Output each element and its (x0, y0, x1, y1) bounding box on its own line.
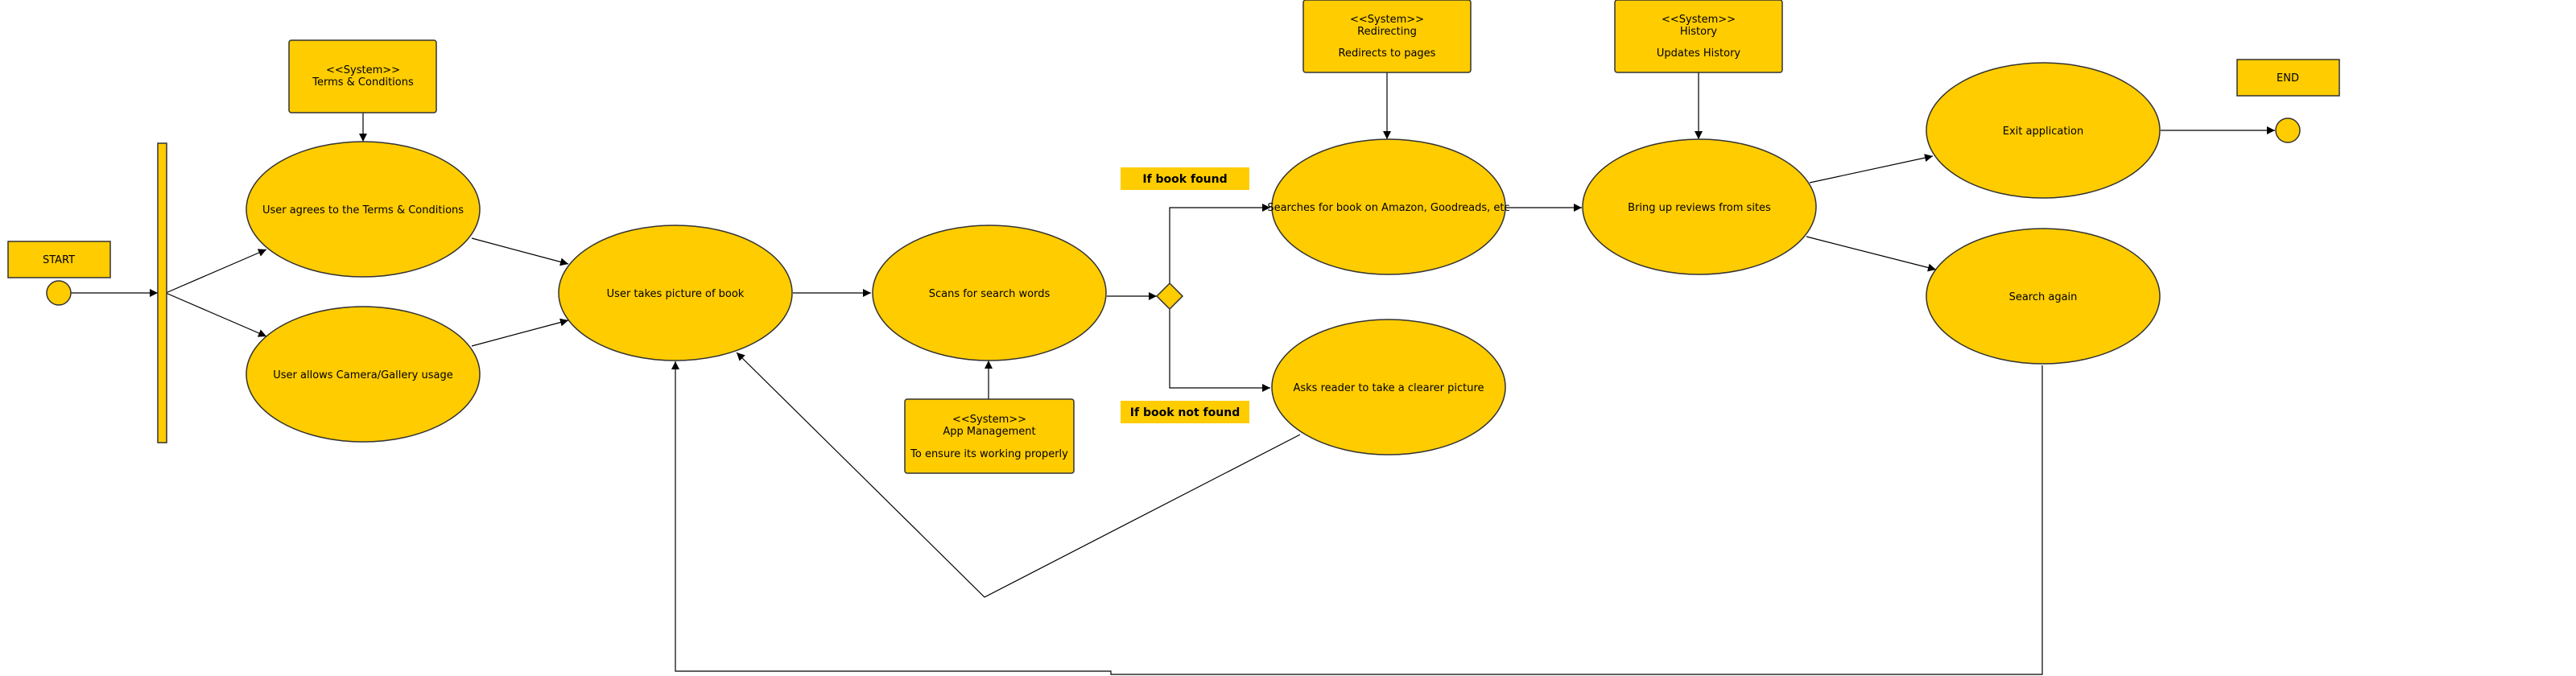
search-book-label: Searches for book on Amazon, Goodreads, … (1267, 202, 1509, 214)
edge-again-to-picture (671, 361, 2043, 675)
history-system-box (1614, 0, 1783, 73)
scan-words-usecase (872, 225, 1107, 361)
guard-found-highlight (1121, 167, 1249, 190)
app-system-desc: To ensure its working properly (910, 448, 1068, 460)
edge-fork-to-agree (165, 249, 267, 294)
edge-agree-to-picture (471, 237, 569, 266)
fork-bar (157, 142, 167, 443)
guard-not-found-highlight (1121, 401, 1249, 423)
end-label-box (2236, 59, 2340, 97)
app-system-stereotype: <<System>> (952, 414, 1026, 426)
decision-diamond (1155, 282, 1184, 311)
search-again-usecase (1926, 228, 2161, 365)
take-picture-label: User takes picture of book (607, 288, 745, 300)
allow-camera-label: User allows Camera/Gallery usage (273, 369, 453, 381)
redirect-system-name: Redirecting (1357, 26, 1417, 38)
redirect-system-box (1302, 0, 1472, 73)
end-node (2275, 117, 2301, 143)
exit-app-usecase (1926, 62, 2161, 199)
agree-terms-label: User agrees to the Terms & Conditions (262, 204, 464, 216)
terms-system-stereotype: <<System>> (326, 64, 400, 76)
edge-reviews-to-exit (1809, 154, 1934, 183)
search-again-label: Search again (2009, 291, 2078, 303)
clearer-picture-label: Asks reader to take a clearer picture (1293, 382, 1484, 394)
edge-clearer-to-picture (736, 352, 1301, 598)
allow-camera-usecase (246, 306, 481, 443)
edges (71, 72, 2275, 675)
exit-app-label: Exit application (2003, 126, 2083, 138)
edge-decision-to-search (1169, 204, 1270, 283)
guard-not-found-label: If book not found (1130, 406, 1240, 419)
search-book-usecase (1271, 138, 1506, 275)
edge-reviews-to-again (1806, 236, 1937, 272)
history-system-stereotype: <<System>> (1662, 14, 1736, 26)
agree-terms-usecase (246, 141, 481, 278)
terms-system-box (288, 39, 437, 113)
scan-words-label: Scans for search words (929, 288, 1051, 300)
edge-decision-to-clearer (1169, 309, 1270, 392)
redirect-system-desc: Redirects to pages (1339, 47, 1436, 60)
history-system-name: History (1680, 26, 1718, 38)
start-node (46, 280, 72, 306)
start-label-box (7, 241, 111, 278)
app-system-name: App Management (943, 426, 1035, 438)
edge-camera-to-picture (471, 318, 569, 347)
guard-found-label: If book found (1142, 173, 1227, 186)
edge-fork-to-camera (165, 292, 267, 337)
end-label: END (2277, 72, 2299, 84)
start-label: START (43, 254, 75, 266)
take-picture-usecase (558, 225, 793, 361)
reviews-label: Bring up reviews from sites (1628, 202, 1771, 214)
redirect-system-stereotype: <<System>> (1350, 14, 1424, 26)
reviews-usecase (1582, 138, 1817, 275)
terms-system-name: Terms & Conditions (312, 76, 414, 89)
clearer-picture-usecase (1271, 319, 1506, 455)
app-system-box (904, 398, 1075, 474)
history-system-desc: Updates History (1657, 47, 1741, 60)
